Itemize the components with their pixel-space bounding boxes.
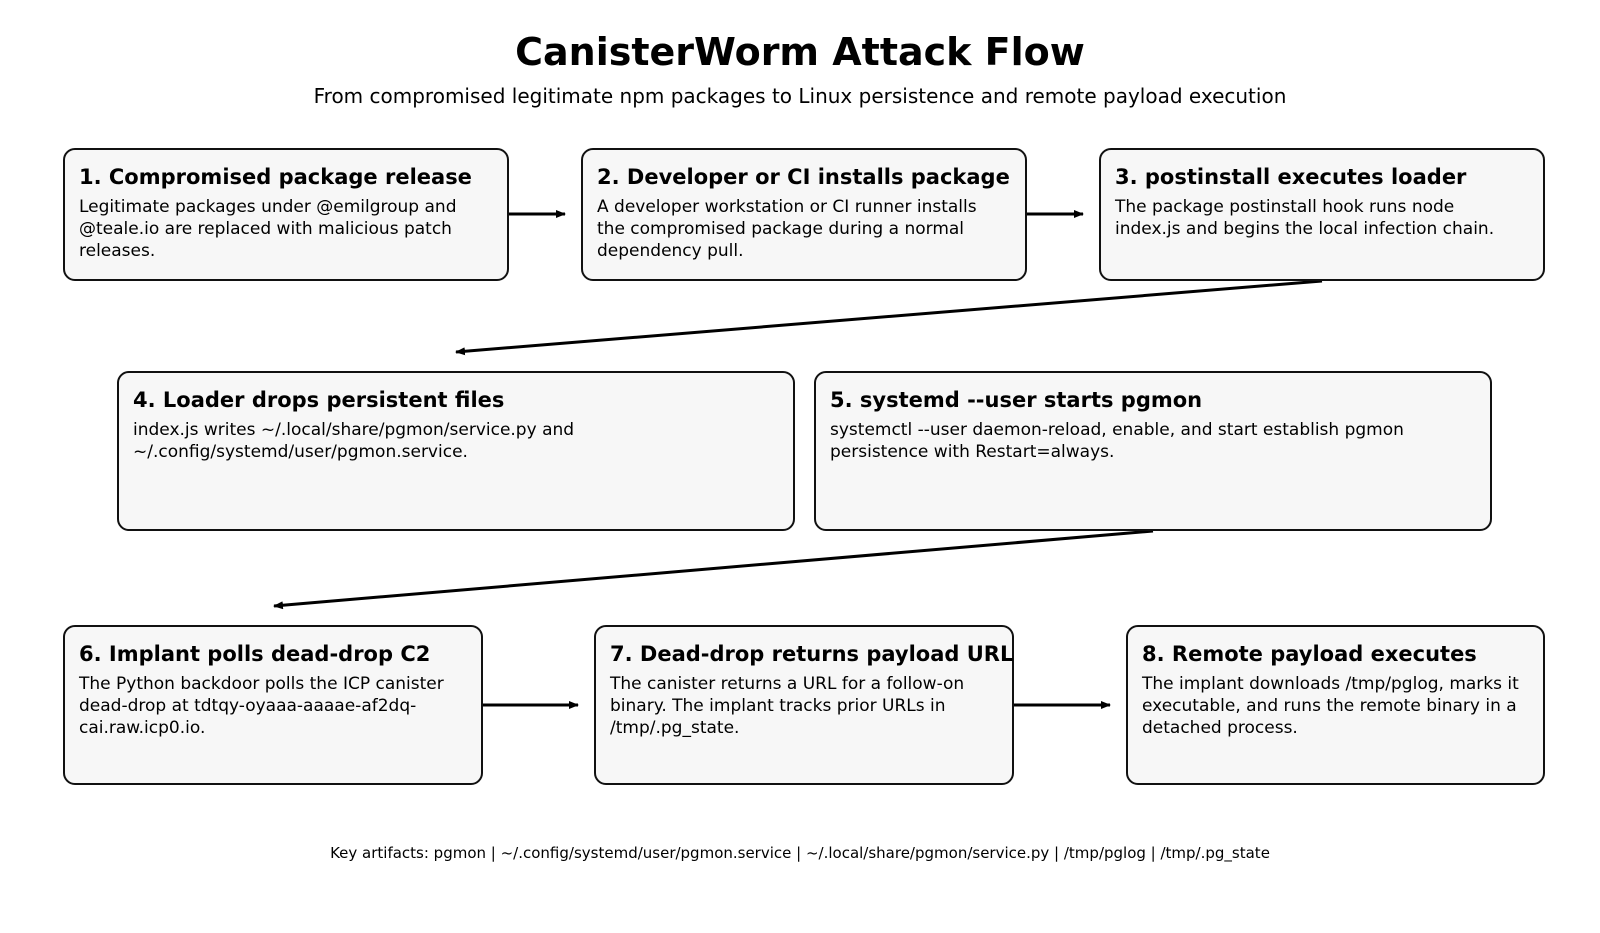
arrow-5-to-6	[273, 529, 1154, 610]
step-body-6: The Python backdoor polls the ICP canist…	[79, 674, 444, 738]
step-body-1: Legitimate packages under @emilgroup and…	[79, 197, 457, 261]
step-title-7: 7. Dead-drop returns payload URL	[610, 642, 1014, 666]
step-title-6: 6. Implant polls dead-drop C2	[79, 642, 431, 666]
diagram-subtitle: From compromised legitimate npm packages…	[313, 84, 1287, 108]
arrow-3-to-4	[455, 279, 1323, 356]
step-body-7: The canister returns a URL for a follow-…	[610, 674, 965, 738]
step-body-2: A developer workstation or CI runner ins…	[597, 197, 977, 261]
diagram-title: CanisterWorm Attack Flow	[515, 30, 1085, 74]
step-box-4: 4. Loader drops persistent files index.j…	[117, 371, 795, 531]
step-title-5: 5. systemd --user starts pgmon	[830, 388, 1203, 412]
step-box-8: 8. Remote payload executes The implant d…	[1126, 625, 1545, 785]
step-title-4: 4. Loader drops persistent files	[133, 388, 505, 412]
step-body-4: index.js writes ~/.local/share/pgmon/ser…	[133, 420, 575, 462]
step-box-3: 3. postinstall executes loader The packa…	[1099, 148, 1545, 281]
key-artifacts-footer: Key artifacts: pgmon | ~/.config/systemd…	[330, 844, 1270, 862]
step-title-1: 1. Compromised package release	[79, 165, 472, 189]
step-title-3: 3. postinstall executes loader	[1115, 165, 1467, 189]
step-body-5: systemctl --user daemon-reload, enable, …	[830, 420, 1404, 462]
step-body-8: The implant downloads /tmp/pglog, marks …	[1142, 674, 1519, 738]
step-box-5: 5. systemd --user starts pgmon systemctl…	[814, 371, 1492, 531]
step-box-6: 6. Implant polls dead-drop C2 The Python…	[63, 625, 483, 785]
step-title-2: 2. Developer or CI installs package	[597, 165, 1010, 189]
step-title-8: 8. Remote payload executes	[1142, 642, 1477, 666]
step-box-1: 1. Compromised package release Legitimat…	[63, 148, 509, 281]
step-box-7: 7. Dead-drop returns payload URL The can…	[594, 625, 1014, 785]
step-body-3: The package postinstall hook runs node i…	[1115, 197, 1495, 239]
step-box-2: 2. Developer or CI installs package A de…	[581, 148, 1027, 281]
